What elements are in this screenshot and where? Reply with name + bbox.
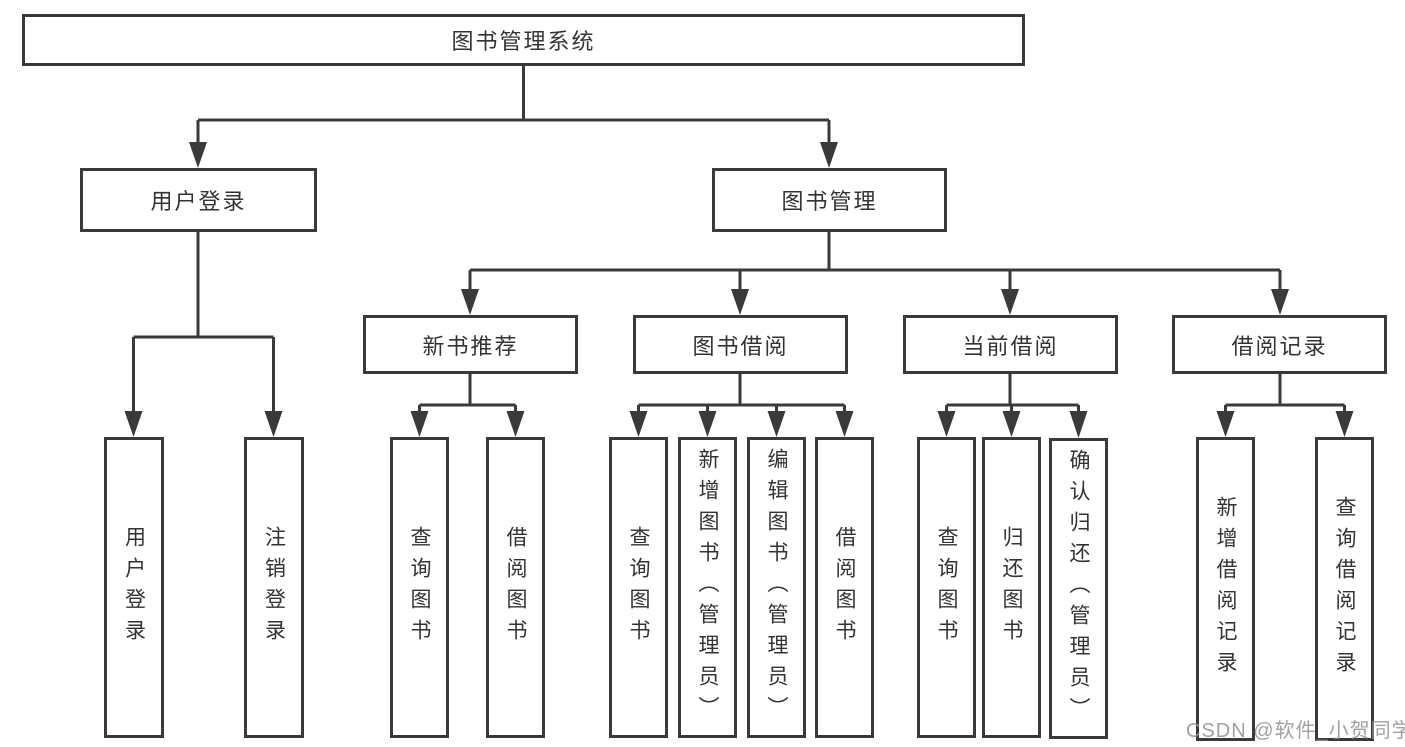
node-library-system: 图书管理系统 bbox=[22, 14, 1025, 66]
connector-bookborrow-children bbox=[637, 374, 846, 413]
arrowhead-icon bbox=[835, 411, 854, 437]
node-book-borrowing: 图书借阅 bbox=[633, 315, 848, 374]
arrowhead-icon bbox=[767, 411, 786, 437]
arrowhead-icon bbox=[506, 411, 525, 437]
node-label: 新书推荐 bbox=[422, 333, 519, 359]
arrowhead-icon bbox=[698, 411, 717, 437]
node-leaf-records-query-record: 查询借阅记录 bbox=[1315, 437, 1374, 741]
node-leaf-records-add-record: 新增借阅记录 bbox=[1196, 437, 1255, 741]
node-label: 新增图书（管理员） bbox=[696, 448, 719, 727]
node-leaf-newbook-borrow-books: 借阅图书 bbox=[486, 437, 545, 738]
arrowhead-icon bbox=[1001, 289, 1019, 315]
arrowhead-icon bbox=[1069, 411, 1088, 438]
node-borrowing-records: 借阅记录 bbox=[1172, 315, 1387, 374]
arrowhead-icon bbox=[1271, 289, 1289, 315]
node-new-book-recommendation: 新书推荐 bbox=[363, 315, 578, 374]
node-label: 图书管理 bbox=[781, 189, 878, 214]
node-label: 图书管理系统 bbox=[451, 29, 596, 54]
node-label: 图书借阅 bbox=[692, 333, 789, 359]
node-leaf-newbook-query-books: 查询图书 bbox=[390, 437, 449, 738]
node-leaf-borrow-edit-books-admin: 编辑图书（管理员） bbox=[747, 437, 806, 738]
node-leaf-borrow-add-books-admin: 新增图书（管理员） bbox=[678, 437, 737, 738]
arrowhead-icon bbox=[264, 411, 283, 437]
node-book-management-branch: 图书管理 bbox=[712, 168, 947, 232]
node-label: 借阅记录 bbox=[1231, 333, 1328, 359]
arrowhead-icon bbox=[820, 142, 838, 168]
node-label: 借阅图书 bbox=[504, 525, 527, 650]
node-label: 查询图书 bbox=[408, 525, 431, 650]
node-leaf-borrow-borrow-books: 借阅图书 bbox=[815, 437, 874, 738]
node-current-borrowing: 当前借阅 bbox=[903, 315, 1118, 374]
arrowhead-icon bbox=[461, 289, 479, 315]
connector-records-children bbox=[1224, 374, 1346, 413]
connector-root-children bbox=[196, 66, 831, 144]
node-leaf-logout-login: 注销登录 bbox=[244, 437, 304, 738]
node-user-login-branch: 用户登录 bbox=[80, 168, 317, 232]
node-label: 编辑图书（管理员） bbox=[765, 448, 788, 727]
node-leaf-current-query-books: 查询图书 bbox=[917, 437, 976, 738]
node-label: 查询借阅记录 bbox=[1333, 496, 1356, 682]
node-label: 借阅图书 bbox=[833, 525, 856, 650]
arrowhead-icon bbox=[410, 411, 429, 437]
connector-bookmgmt-children bbox=[468, 232, 1282, 291]
node-label: 用户登录 bbox=[150, 189, 247, 214]
node-leaf-borrow-query-books: 查询图书 bbox=[609, 437, 668, 738]
node-label: 新增借阅记录 bbox=[1214, 496, 1237, 682]
node-label: 注销登录 bbox=[262, 525, 286, 650]
arrowhead-icon bbox=[1002, 411, 1021, 437]
arrowhead-icon bbox=[1335, 411, 1354, 437]
node-leaf-current-return-books: 归还图书 bbox=[982, 437, 1041, 738]
csdn-watermark: CSDN @软件_小贺同学 bbox=[1186, 720, 1405, 742]
connector-currentborrow-children bbox=[945, 374, 1080, 413]
node-leaf-user-login: 用户登录 bbox=[104, 437, 164, 738]
arrowhead-icon bbox=[124, 411, 143, 437]
node-label: 当前借阅 bbox=[962, 333, 1059, 359]
arrowhead-icon bbox=[189, 142, 207, 168]
node-label: 查询图书 bbox=[935, 525, 958, 650]
arrowhead-icon bbox=[1216, 411, 1235, 437]
node-label: 确认归还（管理员） bbox=[1067, 449, 1090, 728]
arrowhead-icon bbox=[937, 411, 956, 437]
arrowhead-icon bbox=[629, 411, 648, 437]
connector-newbook-children bbox=[418, 374, 517, 413]
node-label: 查询图书 bbox=[627, 525, 650, 650]
node-label: 用户登录 bbox=[122, 525, 146, 650]
node-leaf-current-confirm-return-admin: 确认归还（管理员） bbox=[1049, 438, 1108, 739]
arrowhead-icon bbox=[731, 289, 749, 315]
connector-login-children bbox=[132, 232, 275, 413]
node-label: 归还图书 bbox=[1000, 525, 1023, 650]
